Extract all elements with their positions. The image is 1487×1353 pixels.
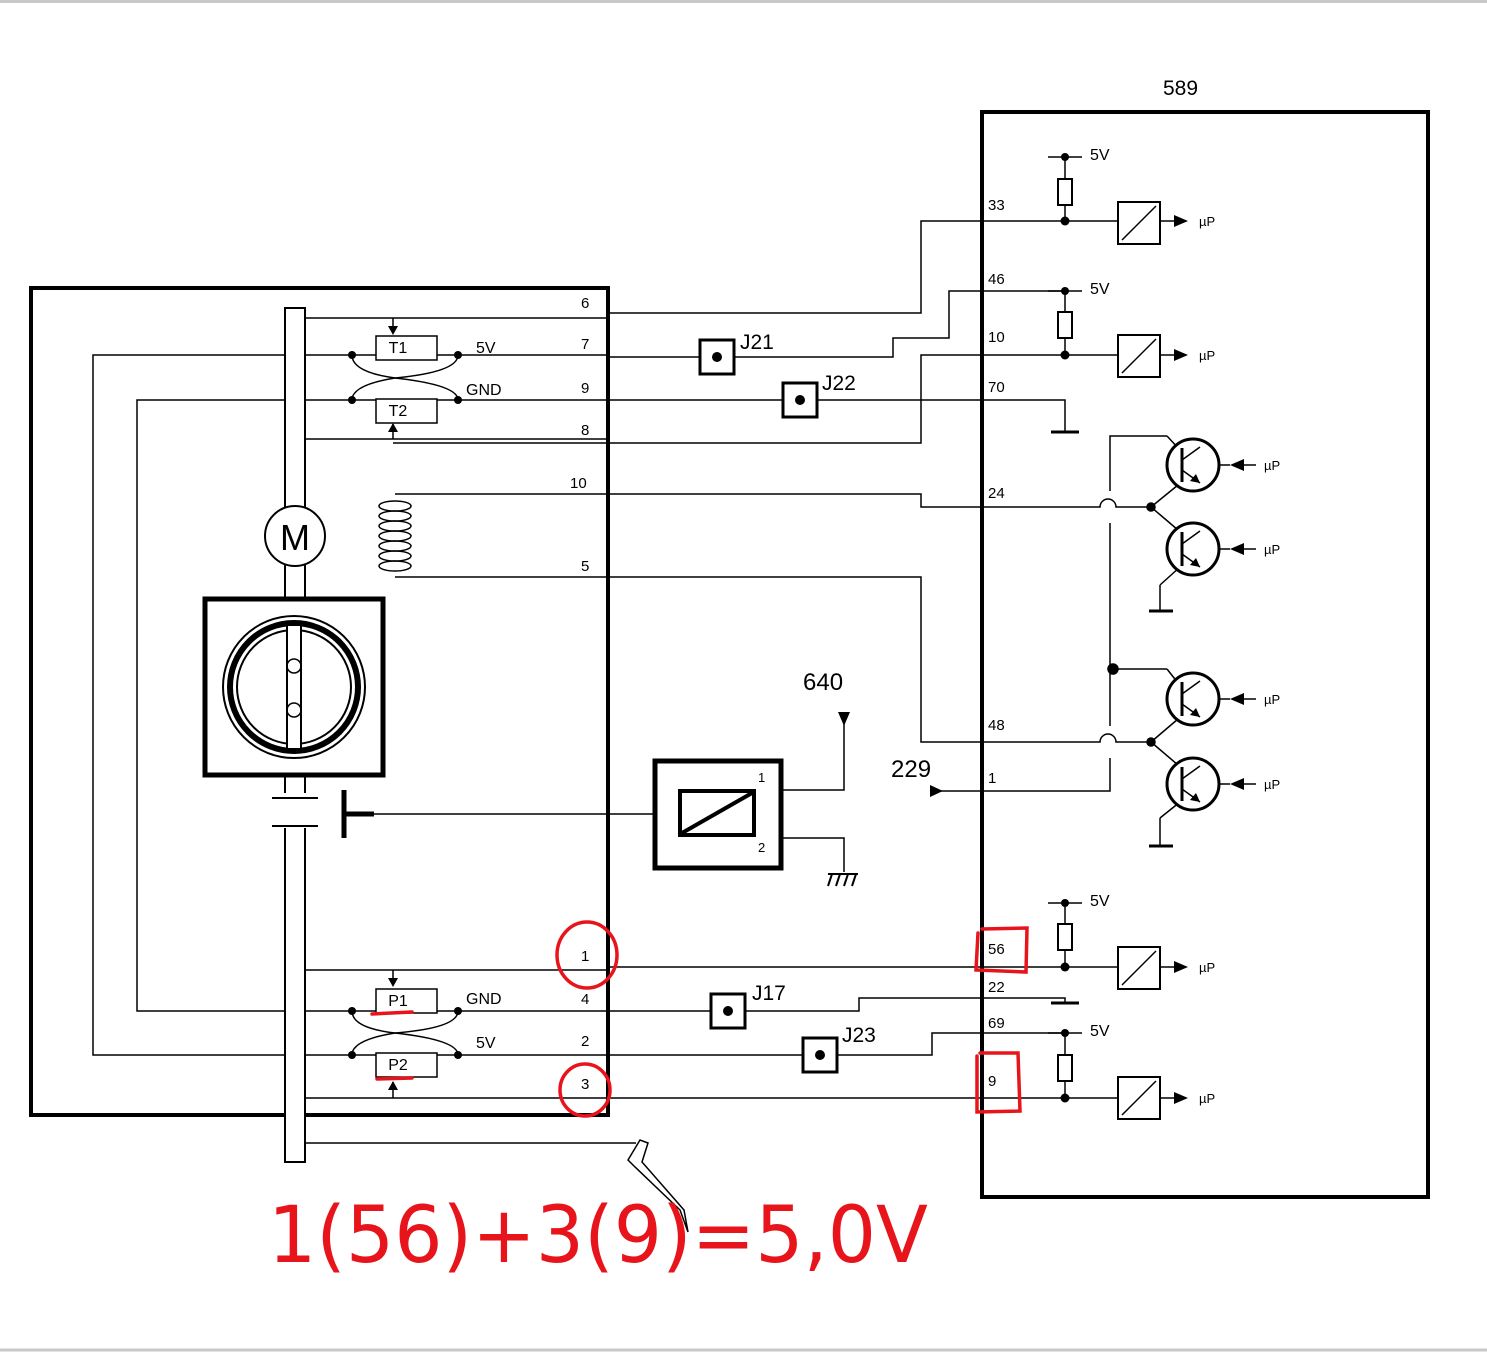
left-pin-1: 1 xyxy=(581,948,589,965)
supply-5v-2: 5V xyxy=(1090,281,1110,298)
p-5v-label: 5V xyxy=(476,1035,496,1052)
adc-channel-33 xyxy=(1048,153,1188,245)
relay-pin-1: 1 xyxy=(758,770,765,785)
voltage-annotation: 1(56)+3(9)=5,0V xyxy=(268,1191,928,1281)
ecu-pin-46: 46 xyxy=(988,271,1005,288)
sensor-p1 xyxy=(375,988,438,1014)
left-pin-7: 7 xyxy=(581,336,589,353)
sensor-t2 xyxy=(375,398,438,424)
transistor-3: µP xyxy=(1165,671,1280,727)
connector-j22: J22 xyxy=(781,372,856,419)
up-label-t4: µP xyxy=(1264,777,1280,792)
coil-icon xyxy=(378,493,608,578)
adc-channel-9 xyxy=(1048,1029,1188,1120)
ecu-pin-22: 22 xyxy=(988,979,1005,996)
ecu-pin-70: 70 xyxy=(988,379,1005,396)
relay-pin-2: 2 xyxy=(758,840,765,855)
ecu-ref-label: 589 xyxy=(1163,77,1198,100)
motor-symbol xyxy=(264,505,326,567)
left-pin-2: 2 xyxy=(581,1033,589,1050)
transistor-1: µP xyxy=(1165,437,1280,493)
t-5v-label: 5V xyxy=(476,340,496,357)
t2-label: T2 xyxy=(389,403,408,420)
t1-label: T1 xyxy=(389,340,408,357)
motor-label: M xyxy=(280,517,310,558)
left-pin-6: 6 xyxy=(581,295,589,312)
p1-label: P1 xyxy=(388,993,408,1010)
up-label-1: µP xyxy=(1199,214,1215,229)
ecu-pin-9: 9 xyxy=(988,1073,996,1090)
left-pin-9: 9 xyxy=(581,380,589,397)
left-pin-8: 8 xyxy=(581,422,589,439)
chassis-ground-icon xyxy=(827,873,858,887)
adc-channel-10 xyxy=(1048,287,1188,378)
ecu-pin-1: 1 xyxy=(988,770,996,787)
up-label-2: µP xyxy=(1199,348,1215,363)
svg-text:J21: J21 xyxy=(740,331,774,354)
left-pin-3: 3 xyxy=(581,1076,589,1093)
relay-640: 1 2 640 xyxy=(652,669,858,887)
left-pin-4: 4 xyxy=(581,991,589,1008)
left-pin-10: 10 xyxy=(570,475,587,492)
ecu-pin-33: 33 xyxy=(988,197,1005,214)
up-label-4: µP xyxy=(1199,1091,1215,1106)
relay-ref-label: 640 xyxy=(803,669,843,696)
red-annotations xyxy=(370,920,1029,1118)
up-label-t3: µP xyxy=(1264,692,1280,707)
supply-5v-4: 5V xyxy=(1090,1023,1110,1040)
ecu-589: 589 33 46 10 70 24 48 1 56 22 69 9 xyxy=(980,77,1430,1199)
ecu-pin-48: 48 xyxy=(988,717,1005,734)
transistor-4: µP xyxy=(1165,756,1280,812)
p2-label: P2 xyxy=(388,1057,408,1074)
ecu-pin-69: 69 xyxy=(988,1015,1005,1032)
transistor-2: µP xyxy=(1165,521,1280,577)
sensor-p2 xyxy=(375,1052,438,1078)
supply-5v-3: 5V xyxy=(1090,893,1110,910)
svg-text:J23: J23 xyxy=(842,1024,876,1047)
ecu-pin-10: 10 xyxy=(988,329,1005,346)
p-gnd-label: GND xyxy=(466,991,502,1008)
left-pin-5: 5 xyxy=(581,558,589,575)
feed-ref-label: 229 xyxy=(891,756,931,783)
ecu-pin-56: 56 xyxy=(988,941,1005,958)
wiring xyxy=(393,220,1167,1099)
up-label-t2: µP xyxy=(1264,542,1280,557)
up-label-3: µP xyxy=(1199,960,1215,975)
adc-channel-56 xyxy=(1048,899,1188,990)
throttle-body-unit: T1 T2 5V GND M xyxy=(29,286,689,1233)
connector-j23: J23 xyxy=(801,1024,876,1074)
pedal-icon xyxy=(627,1139,689,1233)
up-label-t1: µP xyxy=(1264,458,1280,473)
connector-j17: J17 xyxy=(709,982,786,1030)
throttle-flap-icon xyxy=(202,596,386,778)
svg-text:J22: J22 xyxy=(822,372,856,395)
connector-j21: J21 xyxy=(698,331,774,376)
sensor-t1 xyxy=(375,335,438,361)
ecu-pin-24: 24 xyxy=(988,485,1005,502)
supply-5v-1: 5V xyxy=(1090,147,1110,164)
svg-text:J17: J17 xyxy=(752,982,786,1005)
t-gnd-label: GND xyxy=(466,382,502,399)
h-bridge xyxy=(1107,435,1181,848)
